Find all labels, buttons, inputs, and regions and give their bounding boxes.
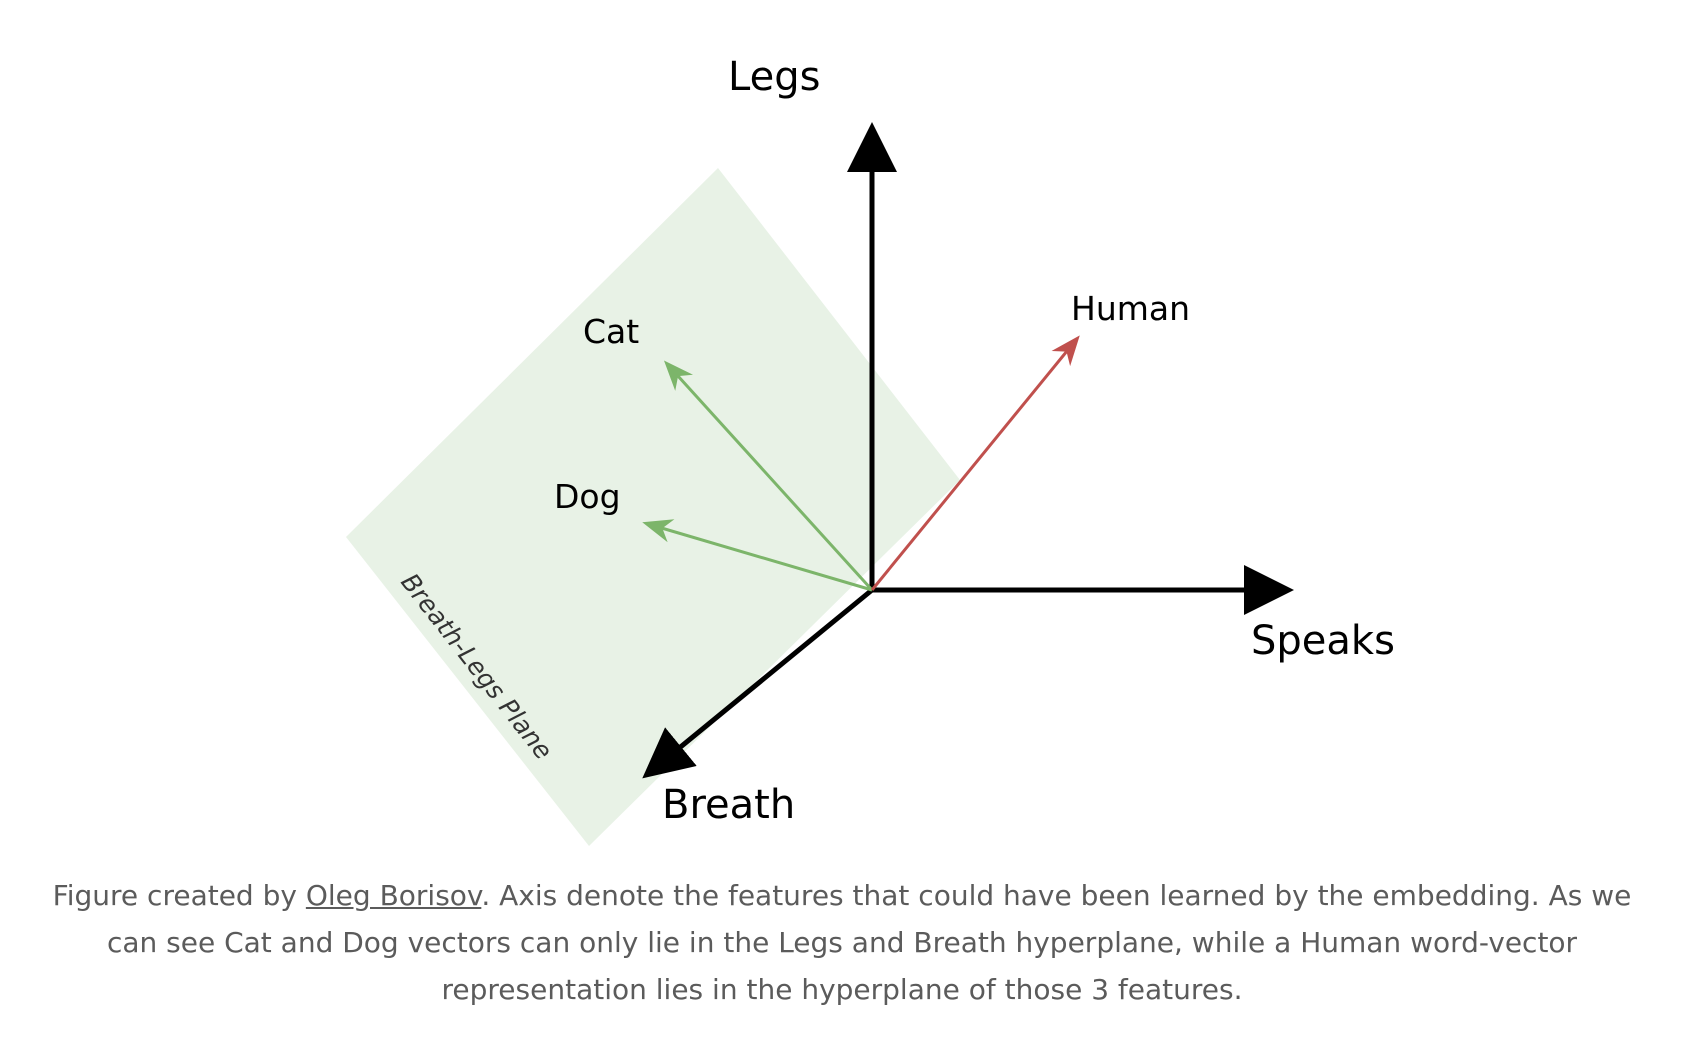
- cat-vector: [663, 360, 874, 592]
- dog-vector: [642, 519, 873, 592]
- caption-text: . Axis denote the features that could ha…: [106, 879, 1632, 1006]
- dog-vector-label: Dog: [554, 477, 621, 516]
- author-link[interactable]: Oleg Borisov: [305, 879, 482, 912]
- figure-caption: Figure created by Oleg Borisov. Axis den…: [40, 872, 1644, 1013]
- caption-prefix: Figure created by: [52, 879, 306, 912]
- breath-legs-plane: [346, 168, 960, 846]
- breath-axis-label: Breath: [662, 782, 795, 828]
- human-vector: [870, 335, 1080, 591]
- human-vector-label: Human: [1071, 289, 1190, 328]
- vector-space-diagram: Legs Speaks Breath Cat Dog Human Breath-…: [346, 54, 1395, 846]
- cat-vector-label: Cat: [583, 312, 639, 351]
- breath-axis: [642, 588, 874, 779]
- speaks-axis-label: Speaks: [1251, 618, 1395, 664]
- legs-axis-label: Legs: [728, 54, 820, 100]
